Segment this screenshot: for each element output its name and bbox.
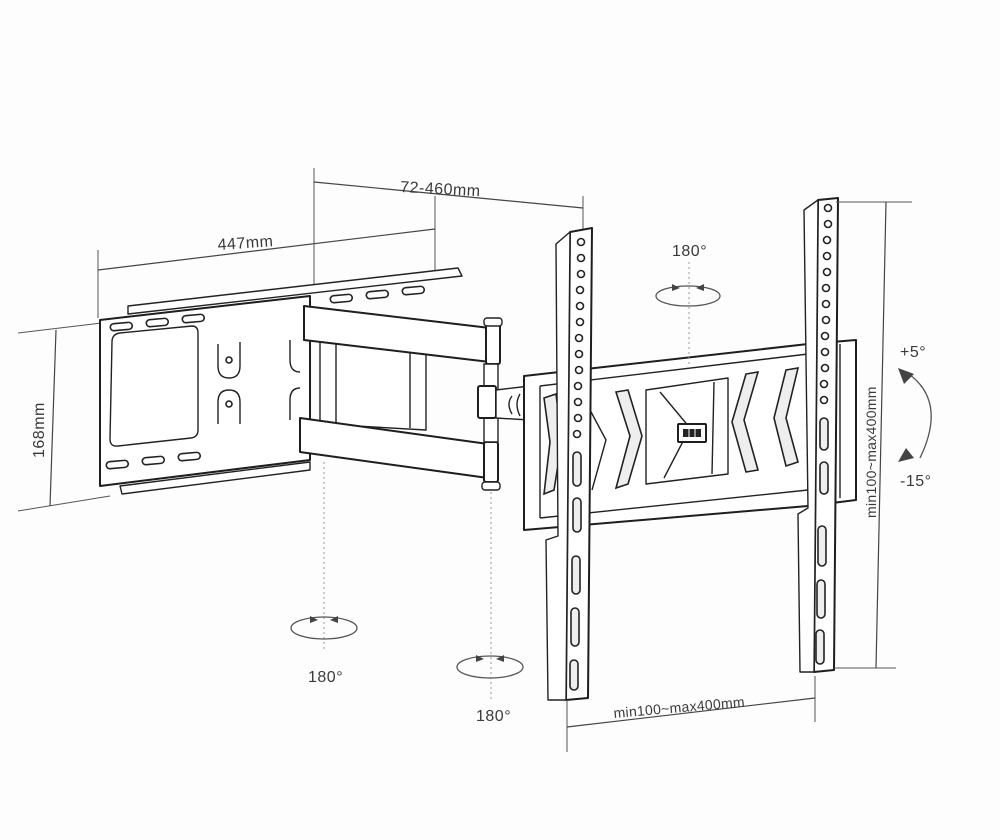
rotation-wall-pivot: 180° [290, 462, 358, 686]
rotation-top-swivel: 180° [655, 243, 721, 366]
dimension-vesa-horizontal: min100~max400mm [566, 676, 816, 752]
rotation-arrow-icon [456, 655, 524, 679]
tv-rail-left [545, 227, 593, 701]
rotation-arrow-icon [655, 284, 721, 307]
tv-bracket [523, 339, 857, 531]
articulating-arms [299, 305, 531, 491]
tilt-arc-icon [905, 371, 932, 459]
vesa-horizontal-label: min100~max400mm [613, 694, 746, 721]
rotation-arrow-icon [290, 616, 358, 640]
vesa-vertical-label: min100~max400mm [863, 386, 879, 518]
tv-rail-right [797, 197, 839, 673]
rail-holes-right [819, 203, 833, 405]
top-swivel-label: 180° [672, 243, 707, 260]
tilt-down-label: -15° [900, 473, 932, 490]
wall-plate-height-label: 168mm [31, 402, 48, 458]
wall-pivot-label: 180° [308, 669, 343, 686]
wall-plate [99, 267, 463, 495]
rail-holes-left [572, 237, 586, 439]
dimension-wall-plate-height: 168mm [17, 321, 111, 512]
rotation-arm-pivot: 180° [456, 492, 524, 725]
wall-plate-width-label: 447mm [217, 233, 274, 254]
arm-pivot-label: 180° [476, 708, 511, 725]
tilt-up-label: +5° [900, 344, 926, 361]
dimension-vesa-vertical: min100~max400mm [834, 201, 912, 669]
dimension-wall-plate-width: 447mm [97, 228, 436, 318]
arm-extension-label: 72-460mm [400, 179, 481, 200]
tilt-indicator: +5° -15° [898, 344, 932, 490]
dimension-arm-extension: 72-460mm [313, 168, 584, 290]
